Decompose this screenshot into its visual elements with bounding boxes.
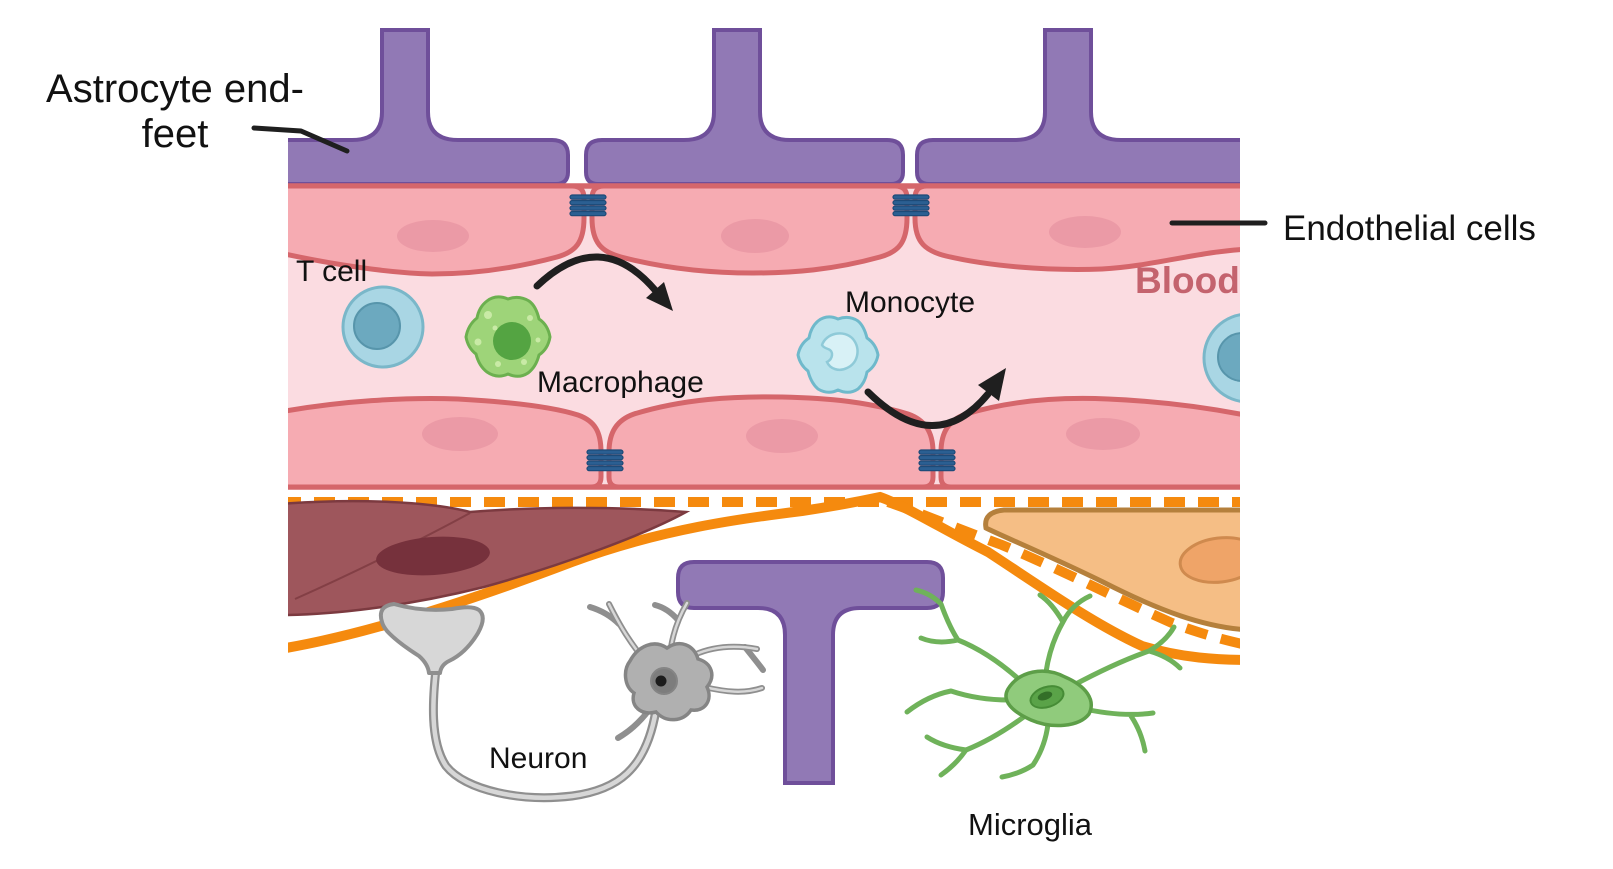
tight-junction-top-2 xyxy=(892,194,930,217)
tight-junction-bottom-2 xyxy=(918,449,956,472)
blood-cell-partial-nucleus xyxy=(1217,332,1240,382)
pericyte xyxy=(288,499,691,617)
microglia xyxy=(904,587,1183,780)
neuron-terminal xyxy=(378,602,485,675)
endothelial-nucleus xyxy=(721,219,789,253)
macrophage-granules xyxy=(474,311,541,367)
label-microglia: Microglia xyxy=(968,807,1093,842)
astrocyte-cell-body xyxy=(983,507,1240,632)
macrophage xyxy=(464,295,552,378)
microglia-nucleolus xyxy=(1037,691,1053,701)
astrocyte-end-feet-top xyxy=(288,28,1240,186)
label-monocyte: Monocyte xyxy=(845,286,975,319)
blood-cell-partial xyxy=(1202,313,1240,403)
tight-junction-top-1 xyxy=(569,194,607,217)
astrocyte-end-foot-bottom xyxy=(676,560,945,785)
astrocyte-cell-body-shape xyxy=(983,507,1240,632)
tight-junction-bottom-1 xyxy=(586,449,624,472)
neuron xyxy=(378,600,766,803)
microglia-branches xyxy=(904,587,1183,780)
pericyte-nucleus xyxy=(376,536,490,576)
macrophage-nucleus xyxy=(493,322,531,360)
label-macrophage: Macrophage xyxy=(537,366,704,399)
endothelial-nucleus xyxy=(422,417,498,451)
endothelial-nucleus xyxy=(746,419,818,453)
basement-membrane-branch-dashed xyxy=(886,497,1240,649)
neuron-axon-inner xyxy=(431,658,659,800)
neuron-nucleolus xyxy=(655,675,667,687)
astrocyte-cell-nucleus xyxy=(1178,536,1240,584)
label-blood: Blood xyxy=(1135,260,1240,301)
arrow-macrophage-migration xyxy=(533,253,673,311)
t-cell-nucleus xyxy=(353,302,401,350)
label-neuron: Neuron xyxy=(489,742,587,775)
astrocyte-pointer-line xyxy=(251,125,350,154)
label-endothelial-cells: Endothelial cells xyxy=(1283,209,1536,248)
label-astrocyte-end-feet-line1: Astrocyte end- xyxy=(46,67,304,111)
diagram-body xyxy=(288,28,1240,803)
label-astrocyte-end-feet-line2: feet xyxy=(142,112,209,156)
endothelial-nucleus xyxy=(1066,418,1140,450)
endothelial-layer-bottom xyxy=(288,394,1240,490)
basement-membrane-solid xyxy=(288,491,1240,665)
astrocyte-end-foot-2 xyxy=(584,28,905,186)
label-t-cell: T cell xyxy=(296,255,367,288)
t-cell xyxy=(341,285,425,369)
arrow-monocyte-migration xyxy=(864,368,1006,429)
endothelial-nucleus xyxy=(397,220,469,252)
monocyte-nucleus xyxy=(820,332,859,371)
astrocyte-end-foot-1 xyxy=(288,28,570,186)
endothelial-layer-top xyxy=(288,183,1240,277)
labels: Astrocyte end- feet Endothelial cells Bl… xyxy=(46,67,1536,842)
endothelial-nucleus xyxy=(1049,216,1121,248)
astrocyte-end-foot-3 xyxy=(915,28,1240,186)
monocyte xyxy=(796,315,880,394)
